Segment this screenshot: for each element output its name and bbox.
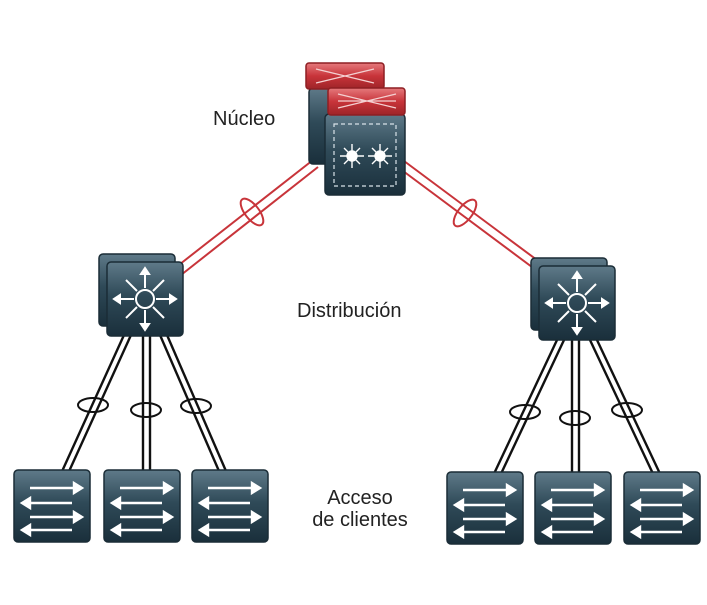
link-dist-right-acc1 [490, 339, 566, 479]
core-switch-stack [305, 62, 406, 196]
access-switch-1 [13, 469, 91, 543]
link-dist-left-acc3 [158, 334, 231, 479]
access-switch-6 [623, 471, 701, 545]
link-bundle-ring [611, 402, 643, 418]
access-label-line1: Acceso [327, 487, 393, 509]
core-links [174, 157, 546, 276]
access-layer-label: Acceso de clientes [290, 487, 430, 531]
core-switch-front [324, 87, 406, 196]
access-switch-4 [446, 471, 524, 545]
link-bundle-ring [509, 404, 541, 420]
access-switches [13, 469, 701, 545]
core-layer-label: Núcleo [213, 108, 276, 130]
link-bundle-ring [239, 197, 265, 227]
access-switch-5 [534, 471, 612, 545]
distribution-switch-left [98, 253, 184, 337]
link-bundle-ring [452, 198, 478, 228]
link-core-dist-right [394, 157, 546, 274]
link-bundle-ring [559, 410, 591, 426]
access-switch-3 [191, 469, 269, 543]
distribution-layer-label: Distribución [297, 300, 402, 322]
link-dist-right-acc3 [588, 339, 664, 479]
link-dist-left-acc2 [130, 335, 162, 478]
access-label-line2: de clientes [312, 509, 408, 531]
link-bundle-ring [180, 398, 212, 414]
link-dist-right-acc2 [559, 340, 591, 478]
link-bundle-ring [77, 397, 109, 413]
link-core-dist-left [174, 159, 319, 276]
access-links [57, 334, 664, 479]
access-switch-2 [103, 469, 181, 543]
distribution-switch-right [530, 257, 616, 341]
link-dist-left-acc1 [57, 334, 133, 479]
link-bundle-ring [130, 402, 162, 418]
